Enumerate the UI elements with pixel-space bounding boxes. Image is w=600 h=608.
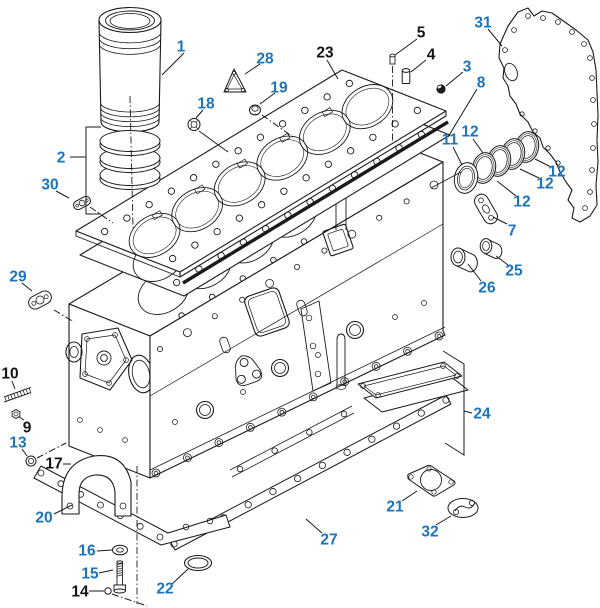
- engine-block-side-face: [149, 130, 446, 479]
- callout-31: 31: [474, 15, 492, 32]
- bushing-small: [479, 238, 503, 260]
- ball: [104, 587, 112, 595]
- cam-bushing-set: [453, 131, 540, 194]
- callout-12: 12: [513, 194, 530, 211]
- callout-23: 23: [316, 45, 334, 62]
- triangular-cover: [223, 68, 247, 93]
- threaded-stud: [3, 386, 32, 403]
- callout-22: 22: [156, 581, 173, 598]
- construction-lines: [129, 66, 462, 604]
- callout-25: 25: [505, 263, 523, 280]
- piston-ring-set: [99, 130, 161, 190]
- dowel-pin-small: [389, 53, 396, 65]
- callout-26: 26: [478, 280, 496, 297]
- gasket-edge-band: [182, 120, 449, 285]
- oval-cover-plate: [28, 290, 52, 310]
- bolt: [113, 560, 126, 594]
- callout-24: 24: [473, 406, 491, 423]
- callout-2: 2: [57, 150, 66, 167]
- callout-8: 8: [477, 75, 486, 92]
- bushing-large: [450, 247, 478, 273]
- round-slot-gasket: [447, 498, 479, 518]
- callout-12: 12: [461, 124, 478, 141]
- callout-4: 4: [427, 47, 436, 64]
- callout-3: 3: [463, 59, 472, 76]
- callout-21: 21: [386, 499, 404, 516]
- cylinder-liner: [98, 6, 162, 133]
- callout-19: 19: [270, 80, 288, 97]
- callout-11: 11: [442, 132, 459, 149]
- callout-28: 28: [256, 51, 274, 68]
- engine-block-front-face: [65, 303, 154, 479]
- rectangular-port-gasket: [407, 464, 456, 497]
- suction-plate-assembly: [357, 361, 469, 413]
- callout-14: 14: [71, 584, 89, 601]
- sealing-washer: [187, 118, 201, 131]
- cup-plug: [436, 84, 446, 94]
- callout-10: 10: [1, 366, 18, 383]
- callout-17: 17: [45, 456, 62, 473]
- callout-20: 20: [35, 510, 52, 527]
- callout-9: 9: [23, 420, 32, 437]
- washer: [112, 544, 128, 556]
- callout-7: 7: [508, 223, 517, 240]
- oil-pan-gasket: [169, 394, 452, 551]
- callout-30: 30: [41, 177, 58, 194]
- rear-cover-gasket: [498, 7, 599, 223]
- callout-18: 18: [197, 96, 215, 113]
- callout-12: 12: [536, 176, 553, 193]
- head-gasket-upper: [75, 69, 447, 278]
- nut: [11, 408, 21, 420]
- callout-29: 29: [9, 269, 27, 286]
- callout-13: 13: [9, 435, 27, 452]
- small-cup-plug: [249, 104, 261, 116]
- callout-15: 15: [81, 566, 99, 583]
- callout-1: 1: [177, 39, 186, 56]
- dowel-pin: [401, 68, 411, 84]
- callout-16: 16: [78, 543, 96, 560]
- front-support-bracket: [61, 454, 132, 517]
- callout-5: 5: [417, 25, 426, 42]
- small-cover-gasket: [474, 193, 498, 225]
- callout-12: 12: [548, 164, 565, 181]
- seal-washer: [25, 455, 37, 467]
- callout-32: 32: [421, 524, 438, 541]
- small-oval-cover-plate: [73, 195, 91, 211]
- callout-27: 27: [320, 532, 337, 549]
- o-ring: [183, 554, 213, 572]
